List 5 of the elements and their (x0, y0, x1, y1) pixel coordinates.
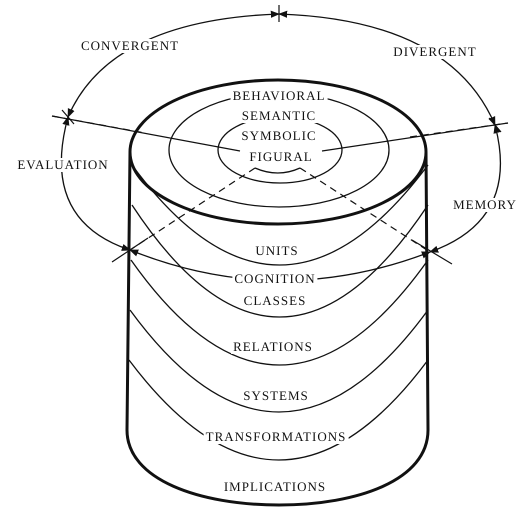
category-label: TRANSFORMATIONS (204, 430, 348, 444)
category-label: MEMORY (451, 198, 519, 212)
category-label: COGNITION (232, 272, 318, 286)
category-label: SEMANTIC (240, 109, 318, 123)
category-label: BEHAVIORAL (230, 89, 328, 103)
